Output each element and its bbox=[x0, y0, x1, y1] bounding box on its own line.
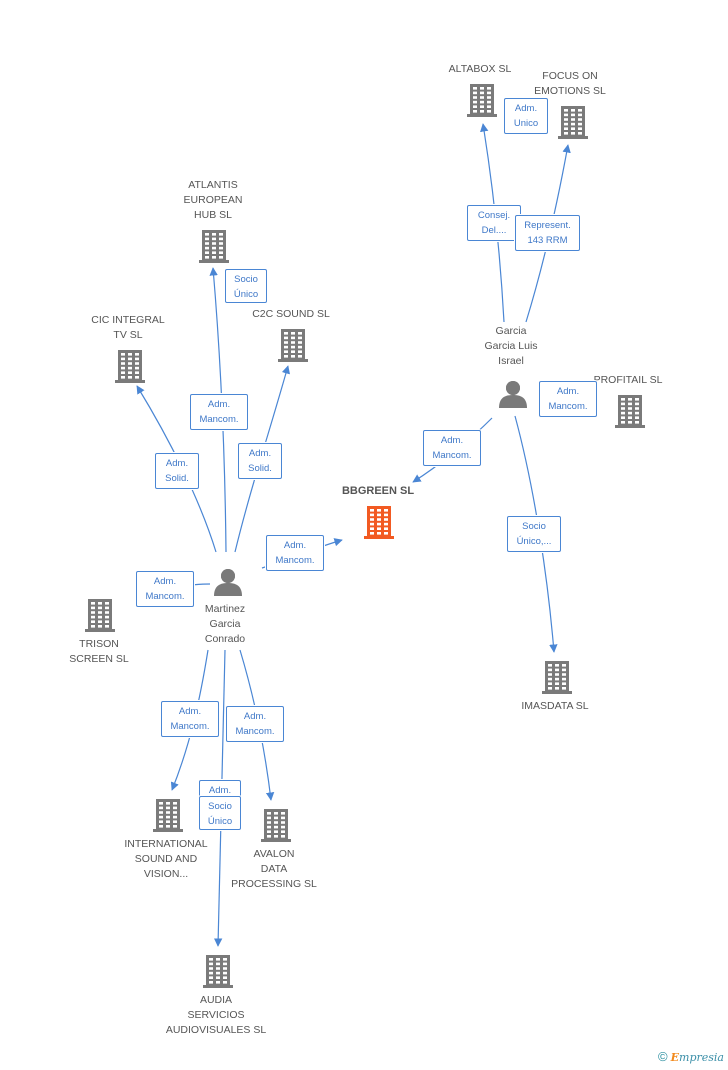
focus-company-label[interactable]: BBGREEN SL bbox=[341, 485, 415, 497]
role-box-garcia-altabox[interactable]: Consej. Del.... bbox=[467, 205, 521, 241]
company-label-avalon[interactable]: AVALON DATA PROCESSING SL bbox=[231, 848, 317, 890]
company-label-trison[interactable]: TRISON SCREEN SL bbox=[69, 638, 129, 665]
building-icon-international[interactable] bbox=[153, 799, 183, 832]
company-icons bbox=[85, 84, 645, 988]
role-box-martinez-atlantis[interactable]: Adm. Mancom. bbox=[190, 394, 248, 430]
building-icon-focus-on-emotions[interactable] bbox=[558, 106, 588, 139]
person-label-martinez[interactable]: Martinez Garcia Conrado bbox=[204, 603, 246, 645]
company-label-altabox[interactable]: ALTABOX SL bbox=[448, 63, 512, 75]
brand-logo[interactable]: Empresia bbox=[670, 1051, 724, 1064]
building-icon-imasdata[interactable] bbox=[542, 661, 572, 694]
role-box-martinez-avalon[interactable]: Adm. Mancom. bbox=[226, 706, 284, 742]
building-icon-atlantis[interactable] bbox=[199, 230, 229, 263]
role-box-garcia-profitail[interactable]: Adm. Mancom. bbox=[539, 381, 597, 417]
role-box-atlantis[interactable]: Socio Único bbox=[225, 269, 267, 303]
company-label-c2c[interactable]: C2C SOUND SL bbox=[252, 308, 330, 320]
building-icon-bbgreen[interactable] bbox=[364, 506, 394, 539]
company-label-profitail[interactable]: PROFITAIL SL bbox=[593, 374, 663, 386]
role-box-martinez-audia-2[interactable]: Socio Único bbox=[199, 796, 241, 830]
company-label-international[interactable]: INTERNATIONAL SOUND AND VISION... bbox=[124, 838, 208, 880]
building-icon-avalon[interactable] bbox=[261, 809, 291, 842]
company-label-focus-on-emotions[interactable]: FOCUS ON EMOTIONS SL bbox=[534, 70, 606, 97]
building-icon-profitail[interactable] bbox=[615, 395, 645, 428]
copyright-icon: © bbox=[657, 1049, 668, 1064]
building-icon-cic[interactable] bbox=[115, 350, 145, 383]
company-label-atlantis[interactable]: ATLANTIS EUROPEAN HUB SL bbox=[183, 179, 243, 221]
role-box-martinez-cic[interactable]: Adm. Solid. bbox=[155, 453, 199, 489]
role-box-garcia-bbgreen[interactable]: Adm. Mancom. bbox=[423, 430, 481, 466]
person-icons bbox=[214, 381, 527, 596]
company-label-audia[interactable]: AUDIA SERVICIOS AUDIOVISUALES SL bbox=[165, 994, 267, 1036]
role-box-martinez-c2c[interactable]: Adm. Solid. bbox=[238, 443, 282, 479]
role-box-martinez-international[interactable]: Adm. Mancom. bbox=[161, 701, 219, 737]
role-box-garcia-imasdata[interactable]: Socio Único,... bbox=[507, 516, 561, 552]
company-label-cic[interactable]: CIC INTEGRAL TV SL bbox=[91, 314, 165, 341]
building-icon-audia[interactable] bbox=[203, 955, 233, 988]
role-box-martinez-bbgreen[interactable]: Adm. Mancom. bbox=[266, 535, 324, 571]
role-box-altabox[interactable]: Adm. Unico bbox=[504, 98, 548, 134]
company-label-imasdata[interactable]: IMASDATA SL bbox=[521, 700, 589, 712]
role-box-garcia-focus[interactable]: Represent. 143 RRM bbox=[515, 215, 580, 251]
person-icon-martinez[interactable] bbox=[214, 569, 242, 596]
footer-brand[interactable]: © Empresia bbox=[658, 1049, 724, 1064]
building-icon-c2c[interactable] bbox=[278, 329, 308, 362]
role-box-martinez-trison[interactable]: Adm. Mancom. bbox=[136, 571, 194, 607]
person-label-garcia[interactable]: Garcia Garcia Luis Israel bbox=[484, 325, 538, 367]
building-icon-altabox[interactable] bbox=[467, 84, 497, 117]
person-icon-garcia[interactable] bbox=[499, 381, 527, 408]
building-icon-trison[interactable] bbox=[85, 599, 115, 632]
